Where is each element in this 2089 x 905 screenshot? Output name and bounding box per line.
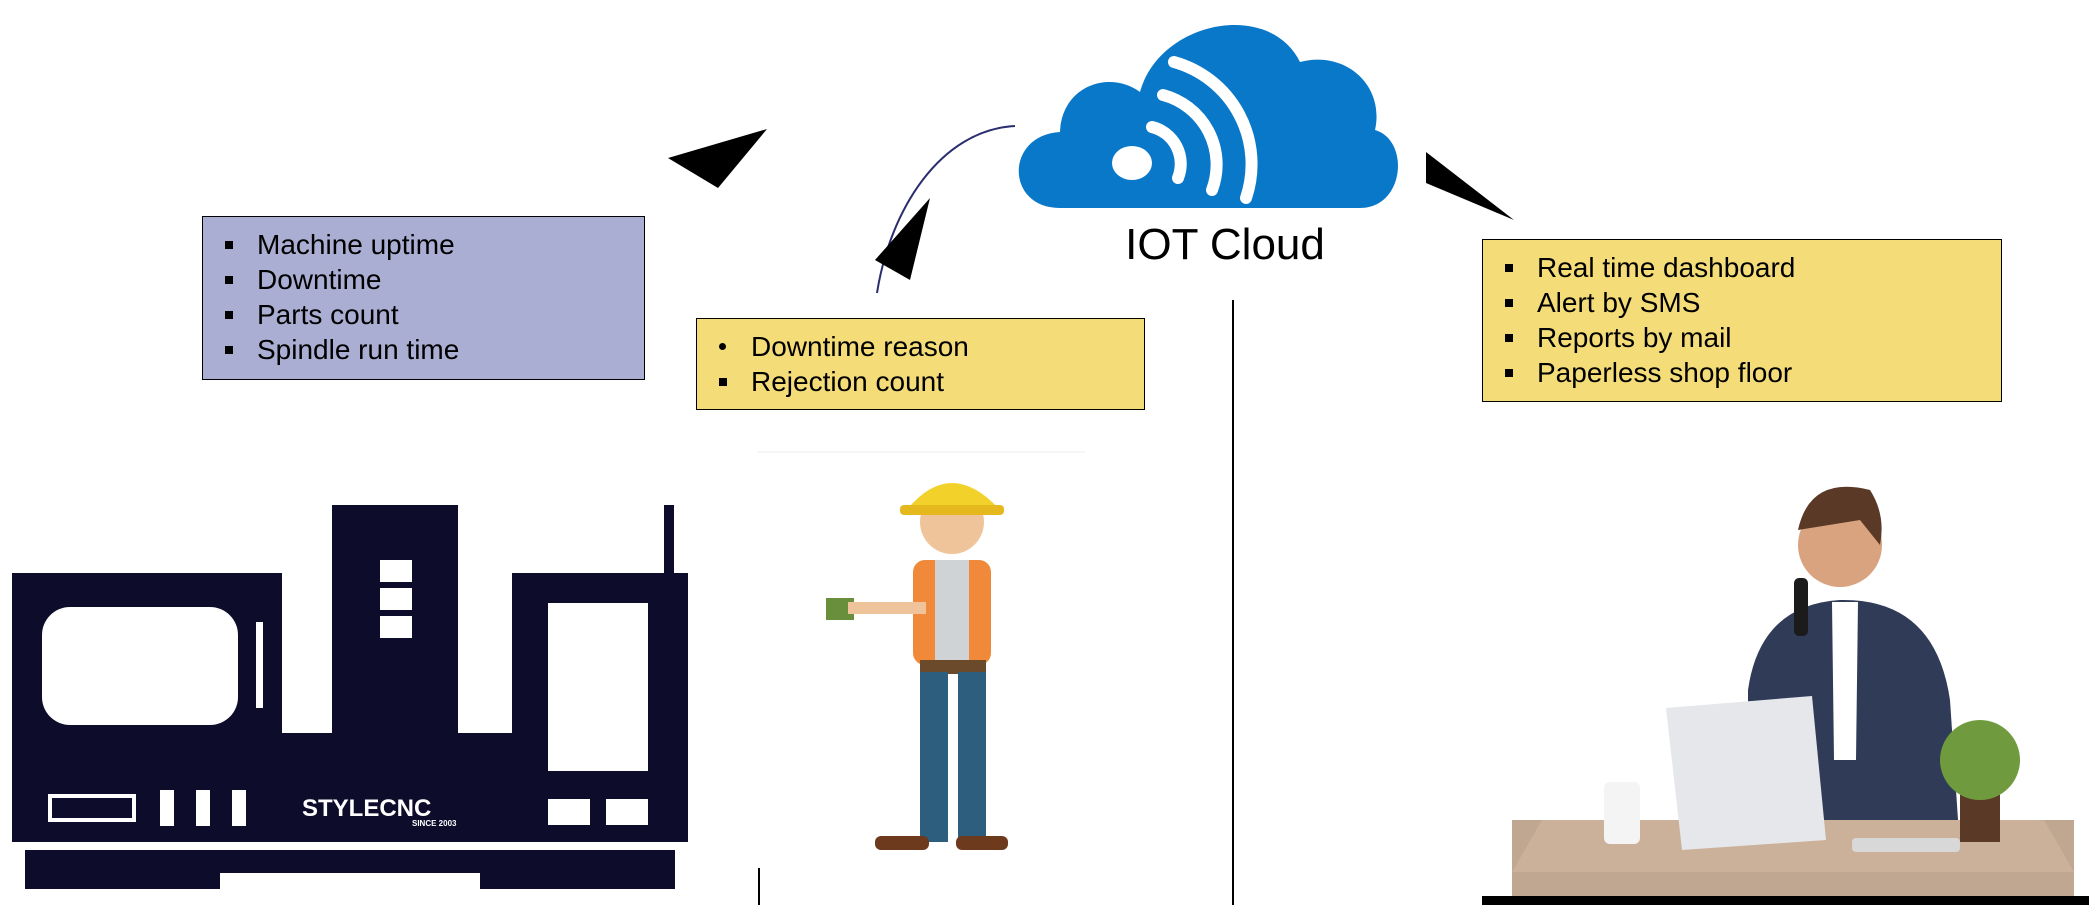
list-item: Downtime [221, 262, 644, 297]
arrow-cloud-to-user [1426, 152, 1514, 220]
arrow-operator-to-cloud [875, 198, 930, 280]
list-item: Real time dashboard [1501, 250, 2001, 285]
machine-since: SINCE 2003 [412, 819, 457, 828]
operator-inputs-box: Downtime reason Rejection count [696, 318, 1145, 410]
machine-metrics-list: Machine uptime Downtime Parts count Spin… [221, 227, 644, 367]
list-item: Rejection count [715, 364, 1144, 399]
list-item: Machine uptime [221, 227, 644, 262]
outputs-list: Real time dashboard Alert by SMS Reports… [1501, 250, 2001, 390]
cnc-machine-illustration [12, 505, 688, 893]
list-item: Downtime reason [715, 329, 1144, 364]
outputs-box: Real time dashboard Alert by SMS Reports… [1482, 239, 2002, 402]
operator-inputs-list: Downtime reason Rejection count [715, 329, 1144, 399]
machine-metrics-box: Machine uptime Downtime Parts count Spin… [202, 216, 645, 380]
machine-brand: STYLECNC [302, 795, 431, 822]
list-item: Alert by SMS [1501, 285, 2001, 320]
cloud-icon [1018, 25, 1398, 208]
cloud-label: IOT Cloud [1125, 220, 1325, 269]
list-item: Parts count [221, 297, 644, 332]
list-item: Reports by mail [1501, 320, 2001, 355]
list-item: Paperless shop floor [1501, 355, 2001, 390]
user-with-laptop-illustration [1482, 486, 2089, 905]
divider-line-operator [758, 868, 760, 905]
worker-illustration [757, 450, 1085, 870]
divider-line-center [1232, 300, 1234, 905]
list-item: Spindle run time [221, 332, 644, 367]
arrow-machine-to-cloud [668, 129, 767, 188]
